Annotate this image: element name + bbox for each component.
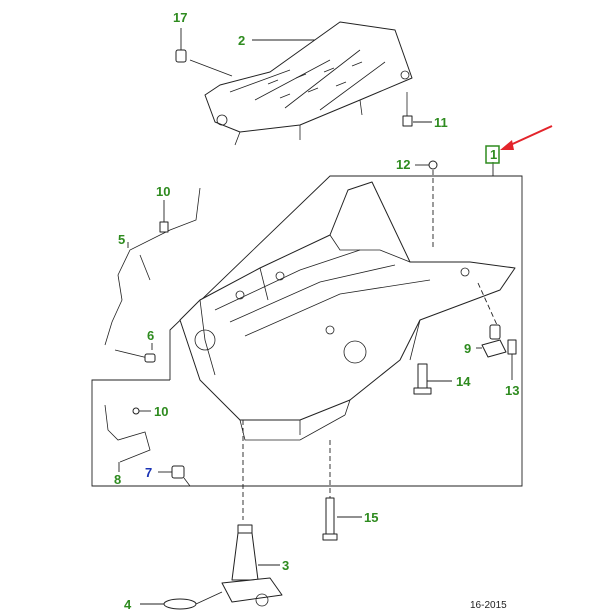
pickup-3-part: [221, 524, 283, 607]
callout-2: 2: [238, 33, 245, 48]
callout-11: 11: [434, 115, 448, 130]
bolt-15-part: [322, 440, 362, 541]
assembly-frame: [91, 175, 523, 487]
dipstick-tube-part: [104, 187, 201, 346]
bolt-10-upper-part: [159, 200, 169, 233]
callout-9: 9: [464, 341, 471, 356]
callout-8: 8: [114, 472, 121, 487]
bolt-14-part: [413, 363, 452, 395]
callout-17: 17: [173, 10, 187, 25]
baffle-plate-part: [204, 21, 413, 146]
callout-10-lower: 10: [154, 404, 168, 419]
bolt-17-part: [175, 28, 233, 77]
assembly-frame-upper: [169, 175, 493, 380]
red-arrow-icon: [500, 125, 553, 150]
callout-13: 13: [505, 383, 519, 398]
callout-3: 3: [282, 558, 289, 573]
tube-8-part: [104, 404, 151, 472]
callout-15: 15: [364, 510, 378, 525]
bolt-12-part: [415, 160, 438, 250]
callout-10-upper: 10: [156, 184, 170, 199]
callout-12: 12: [396, 157, 410, 172]
callout-1: 1: [490, 147, 497, 162]
bolt-10-lower-part: [132, 407, 151, 415]
reference-code: 16-2015: [470, 600, 507, 610]
oil-pan-part: [179, 181, 516, 520]
seal-ring-4-part: [140, 591, 223, 610]
callout-4: 4: [124, 597, 132, 610]
callout-7: 7: [145, 465, 152, 480]
callout-1-box: [485, 145, 500, 164]
sensor-7-part: [158, 465, 191, 487]
callout-6: 6: [147, 328, 154, 343]
bolt-13-part: [507, 339, 517, 380]
callout-5: 5: [118, 232, 125, 247]
sensor-9-part: [476, 282, 507, 358]
clip-6-part: [114, 343, 156, 363]
bolt-11-part: [402, 92, 432, 127]
callout-14: 14: [456, 374, 471, 389]
